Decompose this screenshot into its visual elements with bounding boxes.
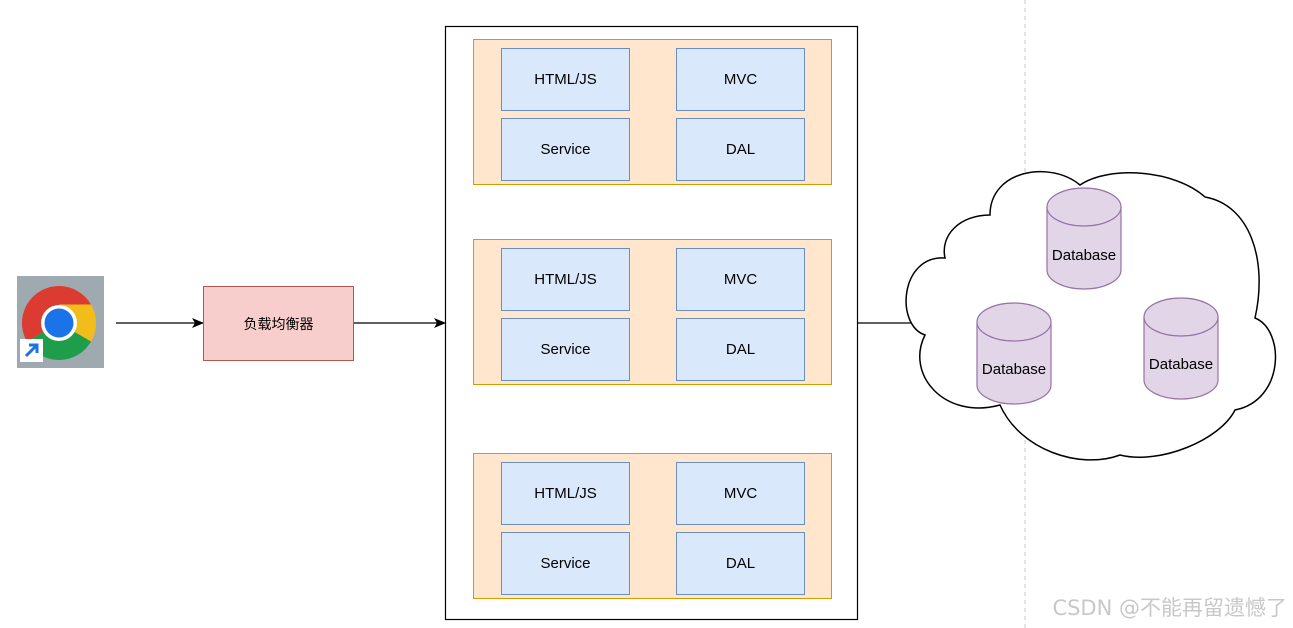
layer-label: HTML/JS (534, 271, 597, 288)
database-label: Database (1052, 247, 1116, 264)
database-cylinder: Database (1046, 187, 1122, 290)
layer-label: DAL (725, 341, 756, 358)
layer-label: MVC (723, 271, 758, 288)
layer-box: MVC (676, 462, 805, 525)
layer-label: Service (540, 555, 591, 572)
chrome-shortcut-icon[interactable] (17, 276, 104, 368)
layer-label: MVC (723, 485, 758, 502)
layer-box: Service (501, 532, 630, 595)
layer-box: HTML/JS (501, 48, 630, 111)
chrome-logo-icon (20, 286, 96, 362)
database-label: Database (982, 361, 1046, 378)
layer-box: DAL (676, 318, 805, 381)
load-balancer-label: 负载均衡器 (243, 315, 314, 332)
layer-label: DAL (725, 555, 756, 572)
layer-box: Service (501, 318, 630, 381)
layer-box: MVC (676, 48, 805, 111)
layer-box: DAL (676, 532, 805, 595)
load-balancer-box: 负载均衡器 (203, 286, 354, 361)
database-cylinder: Database (1143, 297, 1219, 400)
layer-label: Service (540, 341, 591, 358)
layer-box: Service (501, 118, 630, 181)
watermark-text: CSDN @不能再留遗憾了 (1052, 596, 1287, 620)
database-label: Database (1149, 356, 1213, 373)
layer-box: HTML/JS (501, 248, 630, 311)
layer-box: HTML/JS (501, 462, 630, 525)
layer-label: DAL (725, 141, 756, 158)
database-cylinder: Database (976, 302, 1052, 405)
layer-label: Service (540, 141, 591, 158)
layer-label: MVC (723, 71, 758, 88)
layer-label: HTML/JS (534, 71, 597, 88)
layer-box: DAL (676, 118, 805, 181)
layer-label: HTML/JS (534, 485, 597, 502)
layer-box: MVC (676, 248, 805, 311)
